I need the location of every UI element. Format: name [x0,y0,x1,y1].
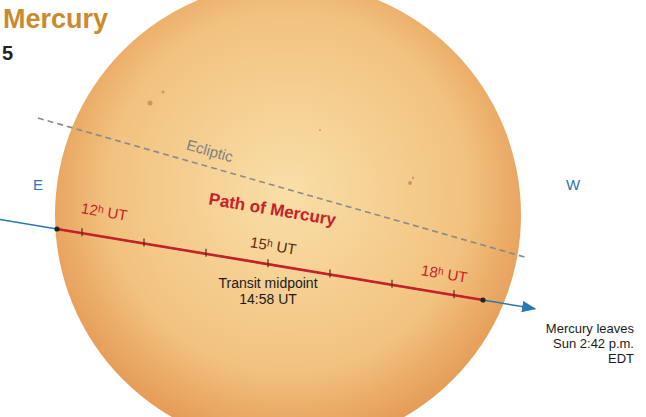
hour-tick [329,270,330,278]
sun-disk [55,0,521,417]
ingress-dot [54,226,59,231]
hour-tick [267,259,268,267]
sunspots [148,91,415,186]
egress-note: Mercury leaves Sun 2:42 p.m. EDT [536,322,634,367]
hour-tick [453,290,454,298]
diagram-title: Mercury [3,4,108,35]
page-fragment: 5 [2,42,13,65]
orbit-arrow [0,220,535,309]
midpoint-note: Transit midpoint 14:58 UT [213,275,323,307]
hour-tick [81,228,82,236]
direction-east: E [33,176,43,193]
egress-dot [480,297,485,302]
direction-west: W [566,176,580,193]
hour-tick [205,249,206,257]
hour-tick [391,280,392,288]
hour-tick [143,239,144,247]
